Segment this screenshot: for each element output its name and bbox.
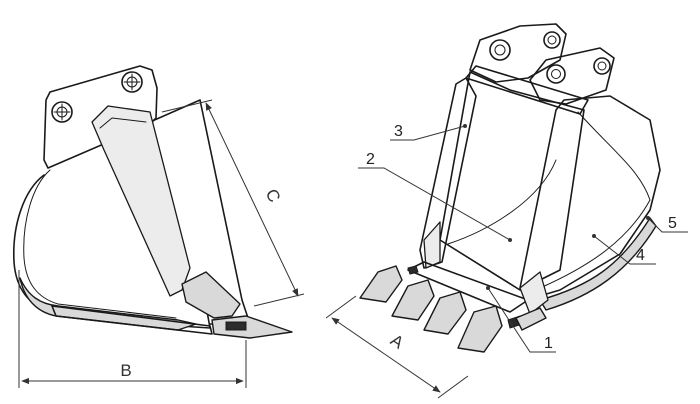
callout-2: 2	[358, 151, 512, 242]
pin-hole	[121, 71, 143, 93]
dimension-label-c: C	[262, 186, 284, 205]
callout-label-2: 2	[366, 151, 375, 168]
callout-label-4: 4	[636, 247, 645, 264]
dimension-c: C	[161, 99, 305, 307]
callout-label-1: 1	[544, 335, 553, 352]
tooth	[359, 265, 403, 303]
tooth	[457, 305, 503, 353]
callout-label-5: 5	[668, 215, 677, 232]
dimension-label-a: A	[387, 330, 408, 352]
callout-3: 3	[390, 123, 467, 141]
side-view-bucket	[13, 65, 293, 339]
callout-label-3: 3	[394, 123, 403, 140]
isometric-view-bucket	[359, 23, 661, 353]
dimension-label-b: B	[120, 361, 131, 380]
tooth	[391, 279, 435, 321]
dimension-b: B	[18, 270, 247, 388]
callout-5: 5	[646, 215, 688, 233]
callout-4: 4	[592, 234, 656, 265]
callout-1: 1	[486, 286, 556, 353]
pin-hole	[51, 101, 73, 123]
